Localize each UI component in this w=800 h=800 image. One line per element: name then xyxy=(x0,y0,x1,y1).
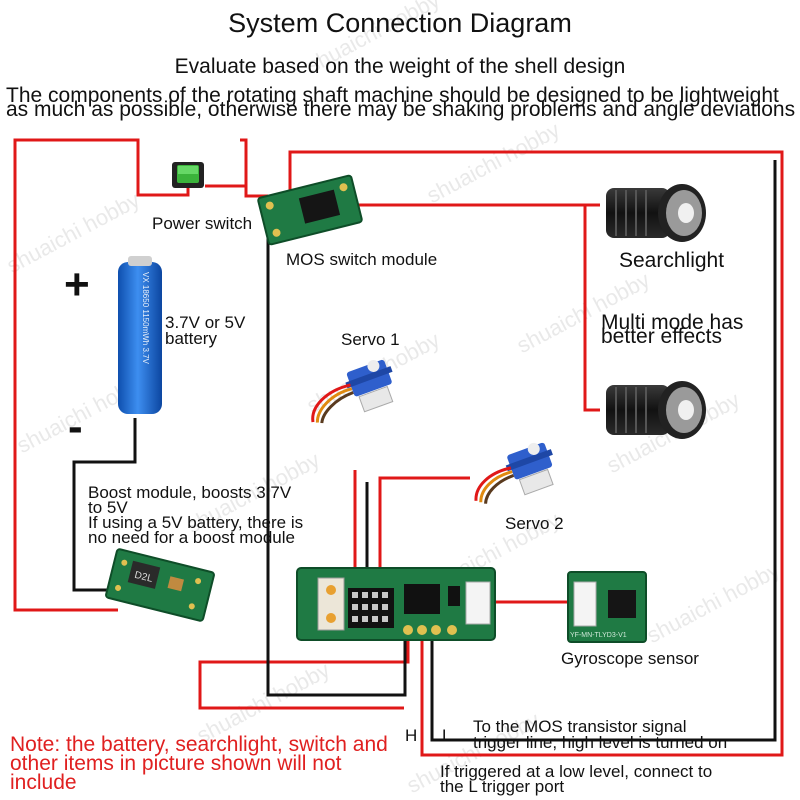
searchlight-icon xyxy=(606,381,706,439)
wire-mos-searchlight-2 xyxy=(350,203,600,412)
battery-icon: VX 18650 1150mWh 3.7V xyxy=(118,256,162,414)
power-switch-label: Power switch xyxy=(152,214,253,233)
controller-board-icon xyxy=(296,567,496,641)
wire-switch-battery-plus xyxy=(13,138,190,612)
boost-chip-print: D2L xyxy=(133,570,154,585)
l-port-label: L xyxy=(442,726,452,745)
multi-mode-label-2: better effects xyxy=(601,325,723,348)
page-subtitle: Evaluate based on the weight of the shel… xyxy=(174,55,626,78)
searchlight-icon xyxy=(606,184,706,242)
wire-switch-to-mos xyxy=(244,186,268,198)
servo-1-label: Servo 1 xyxy=(341,330,400,349)
minus-sign: - xyxy=(68,402,83,451)
wire-battery-minus xyxy=(72,418,137,592)
plus-sign: + xyxy=(64,260,90,309)
low-trigger-note: If triggered at a low level, connect to xyxy=(440,762,713,781)
wire-h-line xyxy=(198,632,410,710)
boost-label: Boost module, boosts 3.7V xyxy=(88,483,292,502)
mos-module-icon xyxy=(257,174,363,246)
boost-label-3: If using a 5V battery, there is xyxy=(88,513,304,532)
gyro-label: Gyroscope sensor xyxy=(561,649,699,668)
boost-module-icon: D2L xyxy=(105,548,215,622)
warning-text: The components of the rotating shaft mac… xyxy=(6,84,796,121)
gyroscope-icon: YF-MN-TLYD3-V1 xyxy=(567,571,647,643)
servo-icon xyxy=(474,442,554,504)
mos-module-label: MOS switch module xyxy=(286,250,438,269)
mos-trigger-note: To the MOS transistor signal xyxy=(473,717,687,736)
h-port-label: H xyxy=(405,726,418,745)
power-switch-icon xyxy=(172,162,204,188)
mos-trigger-note-2: trigger line, high level is turned on xyxy=(473,733,728,752)
searchlight-label: Searchlight xyxy=(619,249,725,272)
battery-print: VX 18650 1150mWh 3.7V xyxy=(141,272,150,365)
page-title: System Connection Diagram xyxy=(228,8,572,38)
servo-icon xyxy=(311,359,394,424)
wire-switch-mos xyxy=(205,138,248,188)
wire-power-loop xyxy=(288,150,784,757)
disclaimer-note: Note: the battery, searchlight, switch a… xyxy=(10,733,388,794)
multi-mode-label: Multi mode has xyxy=(601,311,744,334)
low-trigger-note-2: the L trigger port xyxy=(440,777,565,796)
boost-label-2: to 5V xyxy=(88,498,128,517)
battery-label-2: battery xyxy=(165,329,217,348)
battery-label: 3.7V or 5V xyxy=(165,313,246,332)
red-wires xyxy=(13,138,784,757)
servo-2-label: Servo 2 xyxy=(505,514,564,533)
gyro-print: YF-MN-TLYD3-V1 xyxy=(570,632,627,639)
boost-label-4: no need for a boost module xyxy=(88,528,295,547)
